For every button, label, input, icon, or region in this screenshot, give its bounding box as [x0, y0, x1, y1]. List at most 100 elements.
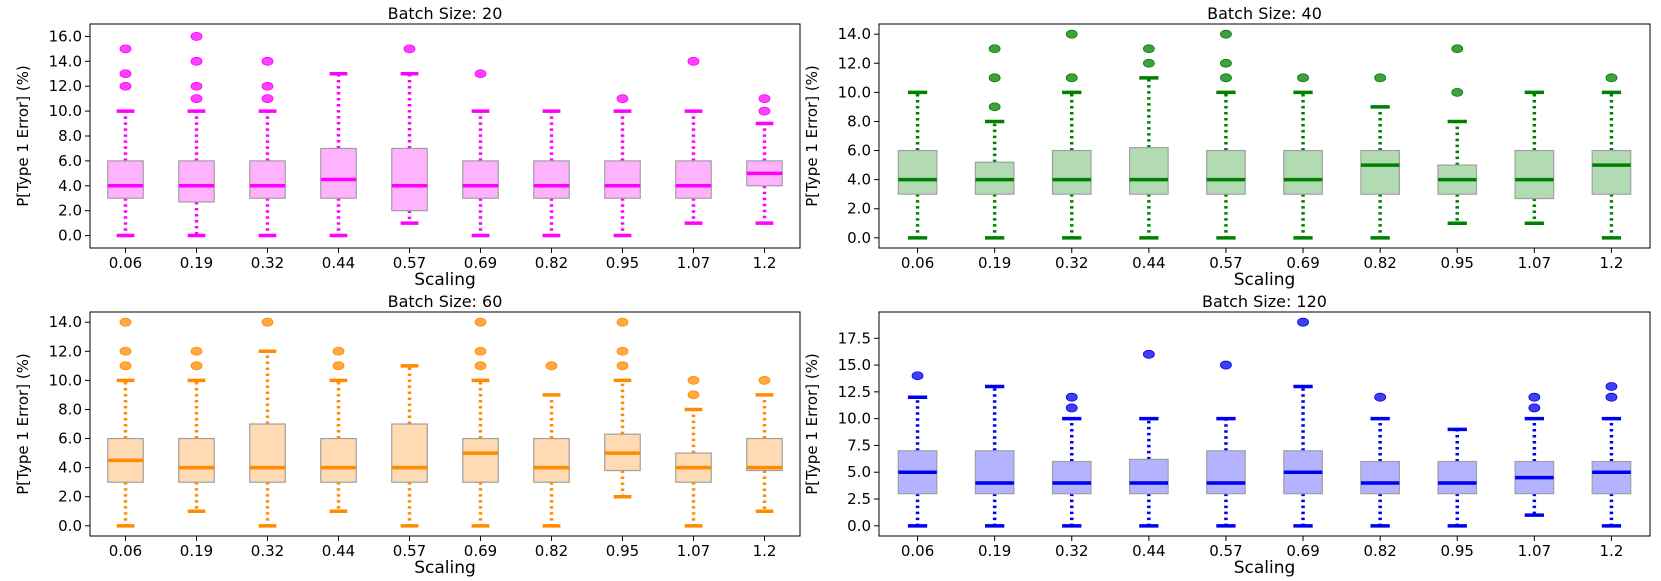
outlier-point: [1142, 349, 1155, 359]
box-iqr: [1051, 149, 1092, 195]
x-tick-label: 0.06: [109, 254, 142, 272]
box-iqr: [1128, 458, 1169, 495]
outlier-point: [403, 44, 416, 54]
box-0.57: [1206, 29, 1246, 240]
x-tick-label: 0.82: [1363, 254, 1396, 272]
box-0.32: [1051, 392, 1092, 528]
box-0.19: [974, 44, 1015, 240]
box-iqr: [320, 147, 357, 199]
x-tick-label: 0.57: [393, 542, 426, 560]
y-axis-label: P[Type 1 Error] (%): [14, 65, 32, 207]
box-0.69: [1283, 317, 1323, 528]
y-tick-label: 10.0: [838, 410, 871, 428]
y-tick-label: 5.0: [847, 463, 871, 481]
box-0.32: [249, 56, 286, 238]
outlier-point: [988, 73, 1001, 83]
box-iqr: [1360, 460, 1401, 495]
outlier-point: [119, 317, 132, 327]
x-tick-label: 0.32: [251, 542, 284, 560]
x-tick-label: 1.2: [1600, 254, 1624, 272]
box-iqr: [462, 437, 499, 483]
x-tick-label: 0.19: [978, 542, 1011, 560]
box-0.95: [604, 94, 641, 238]
box-0.57: [1206, 360, 1246, 528]
box-1.2: [1591, 73, 1632, 240]
plot-frame: [878, 311, 1651, 537]
box-iqr: [462, 160, 499, 199]
box-iqr: [604, 160, 641, 199]
box-1.07: [1514, 392, 1555, 517]
outlier-point: [190, 94, 203, 104]
x-tick-label: 0.95: [1441, 254, 1474, 272]
outlier-point: [1220, 360, 1232, 370]
box-0.57: [391, 364, 428, 528]
x-tick-label: 0.06: [901, 254, 934, 272]
y-tick-label: 4.0: [847, 171, 871, 189]
x-tick-label: 0.95: [606, 542, 639, 560]
x-tick-label: 1.07: [1518, 254, 1551, 272]
outlier-point: [1065, 403, 1078, 413]
box-0.44: [1128, 349, 1169, 528]
y-axis-label: P[Type 1 Error] (%): [14, 353, 32, 495]
y-tick-label: 8.0: [58, 400, 82, 418]
box-0.06: [107, 317, 144, 528]
outlier-point: [988, 102, 1001, 112]
x-axis-label: Scaling: [414, 558, 476, 578]
box-0.19: [178, 346, 215, 514]
box-iqr: [1128, 147, 1169, 195]
x-tick-label: 0.32: [251, 254, 284, 272]
chart-title: Batch Size: 40: [1207, 4, 1322, 23]
box-0.44: [320, 346, 357, 514]
outlier-point: [119, 361, 132, 371]
box-iqr: [533, 437, 570, 483]
box-0.69: [462, 69, 499, 238]
y-tick-label: 15.0: [838, 356, 871, 374]
y-tick-label: 4.0: [58, 459, 82, 477]
outlier-point: [687, 56, 700, 66]
y-tick-label: 8.0: [847, 112, 871, 130]
y-tick-label: 12.0: [838, 54, 871, 72]
box-0.95: [604, 317, 641, 499]
outlier-point: [1605, 392, 1618, 402]
box-0.06: [897, 90, 938, 240]
box-0.19: [974, 384, 1015, 528]
x-tick-label: 0.06: [901, 542, 934, 560]
outlier-point: [119, 81, 132, 91]
y-tick-label: 2.0: [58, 488, 82, 506]
x-tick-label: 0.69: [464, 542, 497, 560]
x-tick-label: 0.32: [1055, 542, 1088, 560]
x-tick-label: 0.44: [322, 254, 355, 272]
outlier-point: [190, 32, 203, 41]
outlier-point: [687, 390, 700, 400]
outlier-point: [1528, 403, 1541, 413]
x-tick-label: 1.2: [1600, 542, 1624, 560]
x-tick-label: 1.07: [1518, 542, 1551, 560]
box-0.95: [1437, 44, 1478, 226]
outlier-point: [1220, 73, 1232, 83]
outlier-point: [1065, 29, 1078, 39]
y-tick-label: 14.0: [49, 313, 82, 331]
box-iqr: [1283, 149, 1323, 195]
outlier-point: [758, 375, 771, 385]
y-tick-label: 0.0: [58, 517, 82, 535]
outlier-point: [1374, 392, 1387, 402]
box-iqr: [1591, 149, 1632, 195]
box-iqr: [533, 160, 570, 199]
outlier-point: [1220, 58, 1232, 68]
x-tick-label: 0.95: [1441, 542, 1474, 560]
x-tick-label: 0.19: [180, 254, 213, 272]
box-1.2: [746, 94, 783, 225]
x-tick-label: 0.57: [1209, 542, 1242, 560]
x-axis-label: Scaling: [1234, 558, 1296, 578]
box-iqr: [1206, 450, 1246, 495]
y-tick-label: 10.0: [49, 102, 82, 120]
outlier-point: [1142, 44, 1155, 54]
outlier-point: [261, 317, 274, 327]
x-tick-label: 0.19: [180, 542, 213, 560]
chart-title: Batch Size: 20: [388, 4, 503, 23]
y-tick-label: 14.0: [838, 25, 871, 43]
plot-frame: [878, 23, 1651, 249]
box-1.07: [675, 56, 712, 225]
